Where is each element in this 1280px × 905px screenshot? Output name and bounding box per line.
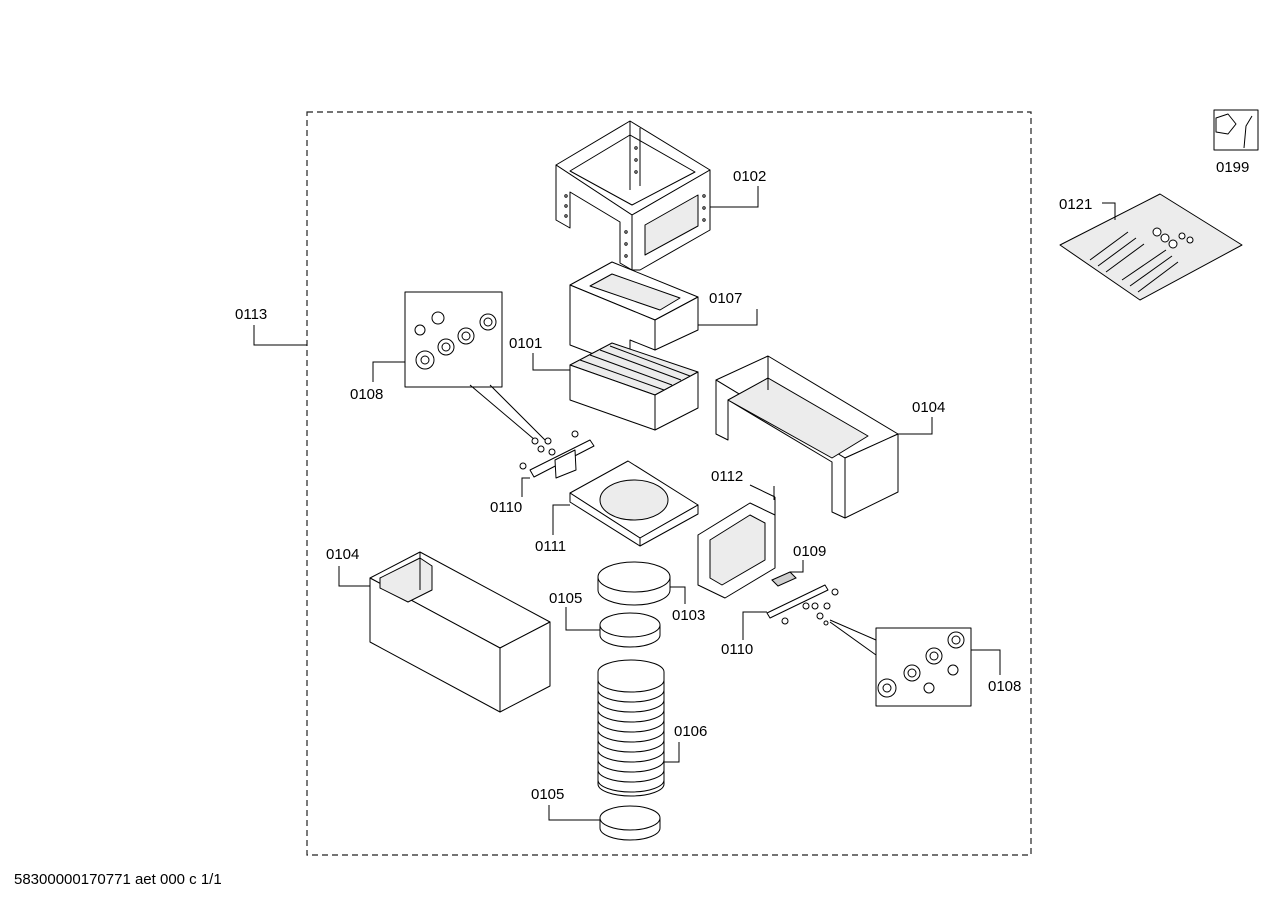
callout-label: 0101 [509,335,542,352]
callout-label: 0199 [1216,159,1249,176]
part-0111-tray[interactable] [569,460,699,547]
part-0109-clip[interactable] [771,571,797,587]
callout-label: 0106 [674,723,707,740]
callout-label: 0104 [326,546,359,563]
callout-label: 0107 [709,290,742,307]
part-0110-bracket-lower[interactable] [766,584,877,656]
part-0104-left-housing[interactable] [369,551,551,713]
callout-label: 0109 [793,543,826,560]
part-0112-shroud[interactable] [697,484,776,599]
callout-label: 0113 [235,306,267,323]
callout-label: 0104 [912,399,945,416]
part-0108-fittings-box-upper[interactable] [404,291,546,441]
part-0121-screw-bag[interactable] [1059,193,1243,301]
part-0108-fittings-box-lower[interactable] [875,627,972,707]
part-0102-top-frame[interactable] [555,120,711,271]
callout-label: 0105 [531,786,564,803]
assembly-frame-0113 [306,111,1032,856]
leader-lines [253,186,1116,821]
wrench-icon [1213,109,1259,151]
callout-label: 0108 [350,386,383,403]
part-0101-filter-block[interactable] [569,342,699,431]
part-0107-sleeve[interactable] [569,261,699,369]
callout-label: 0111 [535,538,566,555]
part-0103-clamp-ring[interactable] [597,561,671,606]
part-0105-clamp-lower[interactable] [599,805,661,841]
callout-label: 0102 [733,168,766,185]
part-0110-bracket-upper[interactable] [519,430,595,479]
callout-label: 0108 [988,678,1021,695]
callout-label: 0105 [549,590,582,607]
callout-label: 0121 [1059,196,1092,213]
part-0105-clamp-upper[interactable] [599,612,661,648]
callout-label: 0112 [711,468,743,485]
callout-label: 0110 [490,499,522,516]
callout-label: 0110 [721,641,753,658]
part-0104-right-housing[interactable] [715,355,899,519]
callout-label: 0103 [672,607,705,624]
document-id: 58300000170771 aet 000 c 1/1 [14,871,222,888]
part-0106-flex-hose[interactable] [597,659,665,797]
